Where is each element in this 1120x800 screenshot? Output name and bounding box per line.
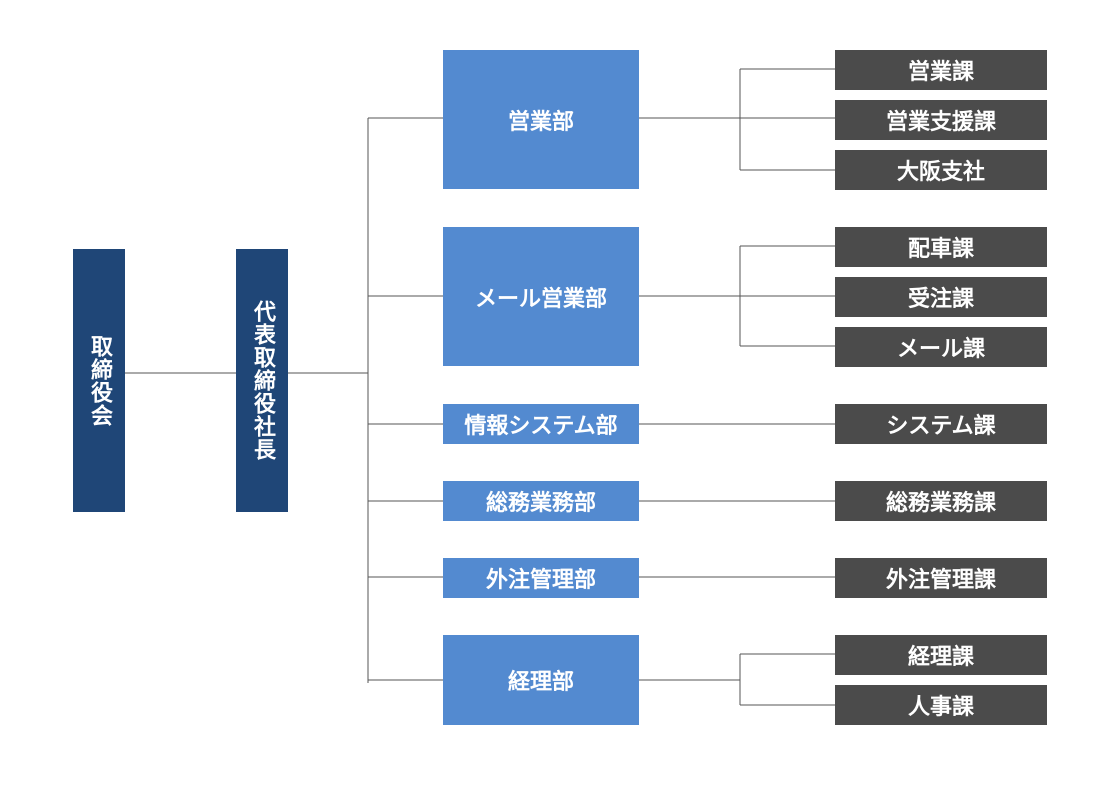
section-label: 大阪支社	[896, 160, 985, 185]
section-label: 営業課	[907, 60, 974, 85]
board-label: 取締役会	[87, 334, 112, 427]
dept-label: メール営業部	[474, 286, 607, 312]
section-soumu-gyomu-ka: 総務業務課	[835, 481, 1047, 521]
dept-label: 情報システム部	[464, 414, 618, 439]
section-label: 人事課	[907, 695, 974, 720]
dept-joho-system: 情報システム部	[443, 404, 639, 444]
dept-mail-eigyo: メール営業部	[443, 227, 639, 366]
section-label: 受注課	[907, 287, 974, 312]
section-jinji-ka: 人事課	[835, 685, 1047, 725]
section-system-ka: システム課	[835, 404, 1047, 444]
section-label: システム課	[886, 414, 996, 439]
section-gaichu-kanri-ka: 外注管理課	[835, 558, 1047, 598]
board-box: 取締役会	[73, 249, 125, 512]
section-label: 外注管理課	[885, 568, 996, 593]
dept-keiri: 経理部	[443, 635, 639, 725]
section-label: 総務業務課	[885, 491, 996, 516]
section-keiri-ka: 経理課	[835, 635, 1047, 675]
dept-eigyo: 営業部	[443, 50, 639, 189]
dept-gaichu-kanri: 外注管理部	[443, 558, 639, 598]
section-label: メール課	[896, 337, 985, 362]
president-label: 代表取締役社長	[250, 300, 275, 461]
president-box: 代表取締役社長	[236, 249, 288, 512]
section-label: 営業支援課	[885, 110, 996, 135]
section-label: 配車課	[907, 237, 974, 262]
dept-soumu-gyomu: 総務業務部	[443, 481, 639, 521]
dept-label: 経理部	[507, 670, 574, 695]
section-haisha-ka: 配車課	[835, 227, 1047, 267]
dept-label: 総務業務部	[485, 491, 596, 516]
section-label: 経理課	[907, 645, 974, 670]
section-eigyo-shien-ka: 営業支援課	[835, 100, 1047, 140]
dept-label: 営業部	[507, 109, 574, 135]
section-eigyo-ka: 営業課	[835, 50, 1047, 90]
dept-label: 外注管理部	[485, 568, 596, 593]
section-juchu-ka: 受注課	[835, 277, 1047, 317]
section-osaka-shisha: 大阪支社	[835, 150, 1047, 190]
section-mail-ka: メール課	[835, 327, 1047, 367]
